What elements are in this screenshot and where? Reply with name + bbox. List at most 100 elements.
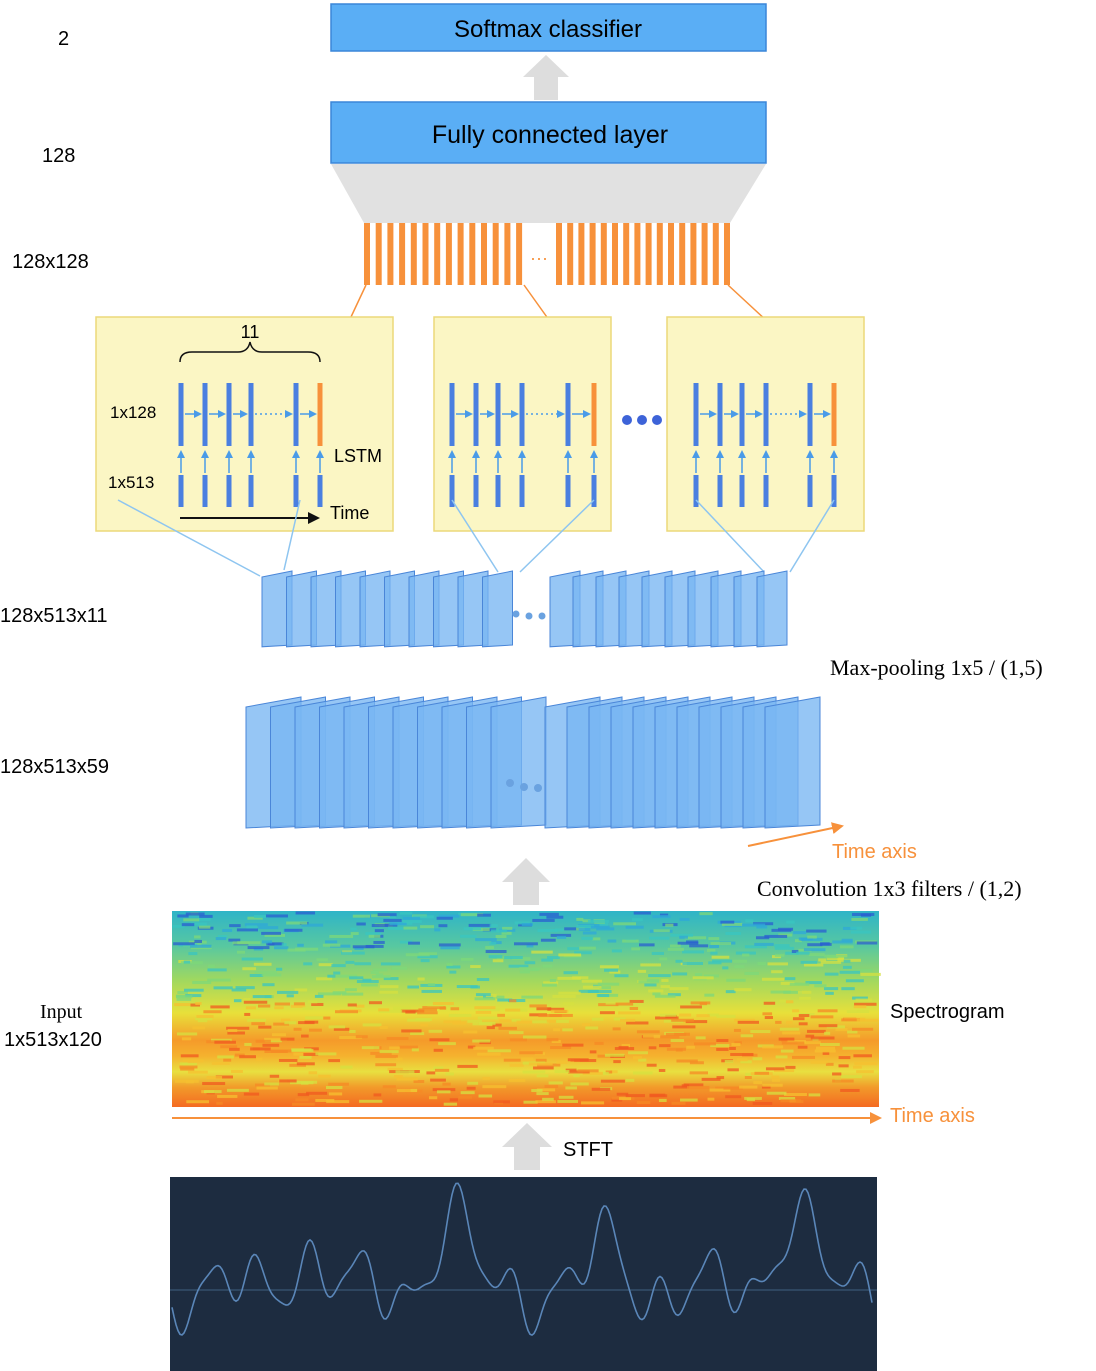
lstm-input-unit: [565, 475, 571, 507]
lstm-output-bar: [589, 223, 596, 285]
up-arrow-icon: [523, 55, 569, 100]
lstm-output-bar: [724, 223, 730, 285]
stft-label: STFT: [563, 1139, 613, 1161]
lstm-output-bar: [375, 223, 382, 285]
lstm-output-bar: [504, 223, 511, 285]
lstm-output-size-label: 128x128: [12, 251, 89, 273]
lstm-hidden-unit: [248, 383, 254, 446]
lstm-input-unit: [739, 475, 745, 507]
conv-time-axis-label: Time axis: [832, 841, 917, 863]
lstm-output-bar: [623, 223, 630, 285]
lstm-output-bar: [516, 223, 523, 285]
spectrogram: [172, 911, 881, 1107]
fully-connected-layer-box: [330, 101, 767, 164]
spectrogram-label: Spectrogram: [890, 1001, 1005, 1023]
lstm-output-bar: [578, 223, 585, 285]
lstm-input-size-label: 1x513: [108, 473, 154, 492]
lstm-input-unit: [495, 475, 501, 507]
lstm-output-bar: [634, 223, 641, 285]
lstm-output-bar: [600, 223, 607, 285]
lstm-input-unit: [226, 475, 232, 507]
input-size-label: 1x513x120: [4, 1029, 102, 1051]
lstm-input-unit: [807, 475, 813, 507]
feature-map-plane: [756, 570, 788, 648]
softmax-classifier-box: [330, 3, 767, 52]
lstm-output-bar: [690, 223, 697, 285]
lstm-output-bar: [712, 223, 719, 285]
brace-icon: [179, 341, 321, 363]
lstm-steps-label: 11: [241, 322, 260, 342]
lstm-hidden-unit: [565, 383, 571, 446]
maxpool-operation-label: Max-pooling 1x5 / (1,5): [830, 655, 1043, 680]
lstm-hidden-unit: [293, 383, 299, 446]
lstm-time-label: Time: [330, 503, 369, 523]
lstm-output-bar: [457, 223, 464, 285]
pooled-feature-maps: [261, 570, 788, 648]
softmax-classifier-label: Softmax classifier: [454, 16, 642, 43]
lstm-final-state: [591, 383, 597, 446]
lstm-units: [177, 383, 838, 507]
lstm-hidden-unit: [807, 383, 813, 446]
feature-map-plane: [764, 696, 821, 829]
lstm-hidden-unit: [693, 383, 699, 446]
lstm-input-unit: [473, 475, 479, 507]
up-arrow-icon: [502, 1123, 552, 1170]
lstm-hidden-unit: [763, 383, 769, 446]
lstm-final-state: [317, 383, 323, 446]
lstm-hidden-unit: [202, 383, 208, 446]
lstm-cell-label: LSTM: [334, 446, 382, 466]
svg-text:···: ···: [530, 248, 548, 268]
ellipsis-icon: ···: [530, 248, 548, 268]
panel-to-maps-connectors: [117, 499, 835, 577]
lstm-output-bar: [481, 223, 487, 285]
fc-connection-trapezoid: [331, 164, 766, 223]
conv-operation-label: Convolution 1x3 filters / (1,2): [757, 876, 1022, 901]
up-arrow-icon: [502, 858, 550, 905]
softmax-size-label: 2: [58, 28, 69, 50]
lstm-output-bar: [422, 223, 429, 285]
lstm-input-unit: [248, 475, 254, 507]
lstm-input-unit: [591, 475, 597, 507]
lstm-input-unit: [717, 475, 723, 507]
lstm-hidden-unit: [495, 383, 501, 446]
lstm-output-bar: [556, 223, 562, 285]
lstm-hidden-unit: [739, 383, 745, 446]
lstm-output-bar: [668, 223, 674, 285]
lstm-input-unit: [693, 475, 699, 507]
lstm-hidden-unit: [717, 383, 723, 446]
lstm-output-bar: [645, 223, 652, 285]
waveform: [170, 1177, 877, 1371]
lstm-output-bar: [612, 223, 618, 285]
lstm-panel-1: [95, 316, 394, 532]
lstm-input-unit: [178, 475, 184, 507]
lstm-output-bar: [469, 223, 476, 285]
lstm-hidden-unit: [473, 383, 479, 446]
lstm-input-unit: [763, 475, 769, 507]
lstm-output-bar: [364, 223, 370, 285]
lstm-input-unit: [317, 475, 323, 507]
lstm-output-bar: [567, 223, 574, 285]
feature-map-plane: [490, 696, 547, 829]
lstm-hidden-unit: [226, 383, 232, 446]
lstm-output-bar: [399, 223, 406, 285]
conv-time-axis-arrow: [747, 822, 844, 847]
lstm-hidden-unit: [178, 383, 184, 446]
lstm-input-unit: [202, 475, 208, 507]
ellipsis-icon: [506, 779, 542, 792]
lstm-output-bar: [387, 223, 394, 285]
lstm-input-unit: [831, 475, 837, 507]
lstm-input-unit: [519, 475, 525, 507]
lstm-output-bar: [656, 223, 663, 285]
lstm-output-bar: [701, 223, 708, 285]
lstm-output-bar: [434, 223, 441, 285]
lstm-hidden-unit: [449, 383, 455, 446]
ellipsis-icon: [622, 415, 662, 425]
feature-map-plane: [482, 570, 513, 648]
fc-size-label: 128: [42, 145, 75, 167]
lstm-final-state: [831, 383, 837, 446]
conv-maps-size-label: 128x513x59: [0, 756, 109, 778]
lstm-hidden-size-label: 1x128: [110, 403, 156, 422]
ellipsis-icon: [512, 610, 546, 620]
lstm-output-bar: [679, 223, 686, 285]
